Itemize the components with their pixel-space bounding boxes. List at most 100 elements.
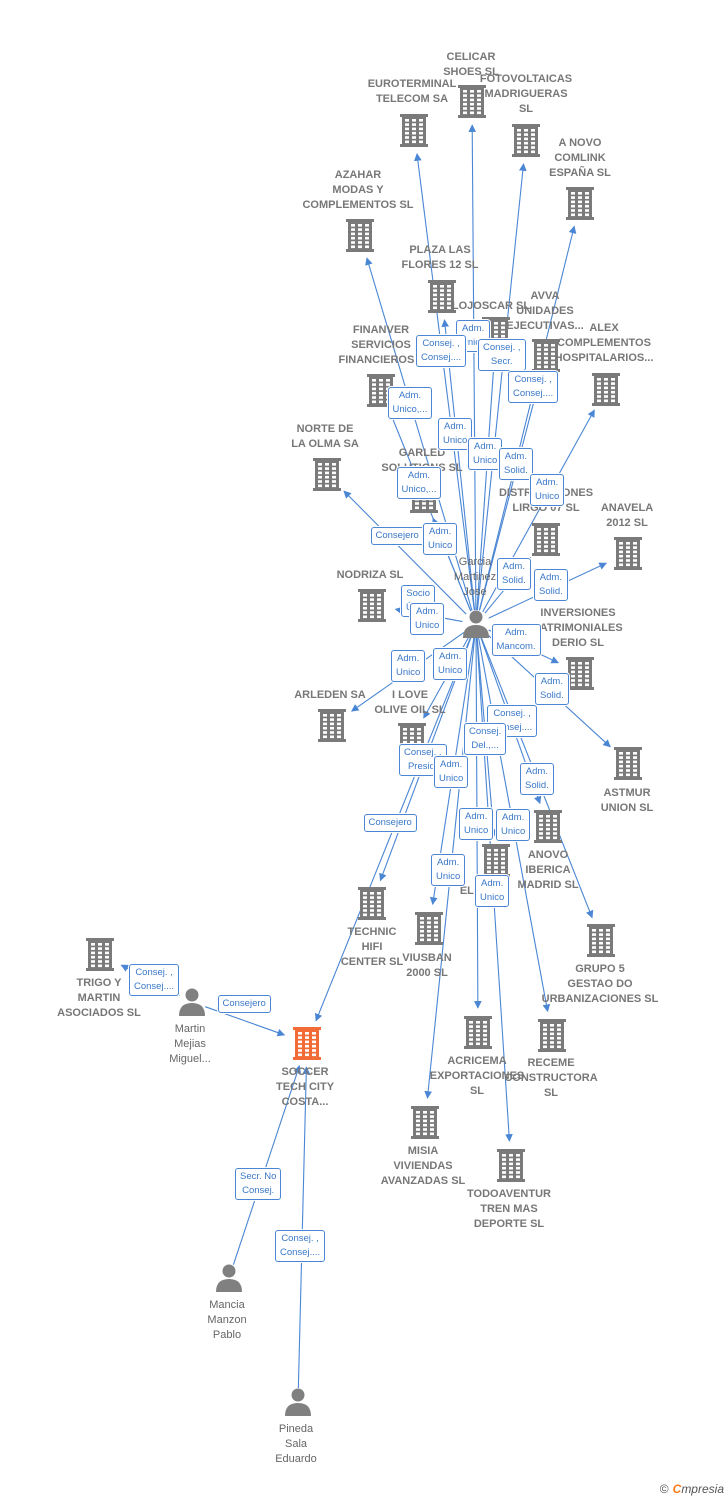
- copyright-symbol: ©: [659, 1482, 669, 1496]
- building-icon[interactable]: [415, 912, 443, 945]
- edge-label-garcia-to-i_love_olive[interactable]: Adm. Unico: [433, 648, 468, 680]
- edge-label-garcia-to-viusban[interactable]: Adm. Unico: [434, 756, 469, 788]
- edge-label-garcia-to-el_sl[interactable]: Consej. Del.,...: [464, 723, 507, 755]
- brand-name: mpresia: [681, 1482, 724, 1496]
- edge-label-garcia-to-soccer[interactable]: Consejero: [363, 814, 417, 832]
- node-label-receme[interactable]: RECEME CONSTRUCTORA SL: [504, 1057, 598, 1099]
- node-label-pineda[interactable]: Pineda Sala Eduardo: [275, 1423, 317, 1465]
- building-icon[interactable]: [411, 1106, 439, 1139]
- node-label-garcia[interactable]: Garcia Martinez Jose: [453, 556, 497, 598]
- node-label-norte_olma[interactable]: NORTE DE LA OLMA SA: [291, 423, 359, 450]
- edge-label-garcia-to-todoaventur[interactable]: Adm. Unico: [475, 875, 510, 907]
- node-label-plaza_las_flores[interactable]: PLAZA LAS FLORES 12 SL: [401, 244, 479, 271]
- edge-label-garcia-to-misia[interactable]: Adm. Unico: [431, 854, 466, 886]
- edge-label-garcia-to-alex_complementos[interactable]: Adm. Unico: [530, 474, 565, 506]
- edge-label-garcia-to-distribuciones[interactable]: Adm. Solid.: [497, 558, 531, 590]
- node-label-acricema[interactable]: ACRICEMA EXPORTACIONES SL: [429, 1055, 525, 1097]
- edge-label-garcia-to-inversiones[interactable]: Adm. Mancom.: [491, 624, 541, 656]
- node-label-lojoscar[interactable]: LOJOSCAR SL: [451, 300, 531, 312]
- person-icon[interactable]: [463, 610, 489, 639]
- node-label-finanver[interactable]: FINANVER SERVICIOS FINANCIEROS...: [338, 324, 424, 366]
- edge-label-martin-to-soccer[interactable]: Consejero: [217, 995, 271, 1013]
- building-icon[interactable]: [313, 458, 341, 491]
- node-label-anavela[interactable]: ANAVELA 2012 SL: [600, 502, 654, 529]
- building-icon[interactable]: [566, 657, 594, 690]
- person-icon[interactable]: [285, 1388, 311, 1417]
- edge-label-garcia-to-avva[interactable]: Adm. Solid.: [499, 448, 533, 480]
- node-label-arleden[interactable]: ARLEDEN SA: [294, 689, 366, 701]
- building-icon[interactable]: [566, 187, 594, 220]
- edge-label-garcia-to-garled[interactable]: Adm. Unico: [423, 523, 458, 555]
- node-label-nodriza[interactable]: NODRIZA SL: [336, 569, 404, 581]
- building-icon[interactable]: [346, 219, 374, 252]
- edge-label-mancia-to-soccer[interactable]: Secr. No Consej.: [235, 1168, 282, 1200]
- edge-garcia-to-plaza_las_flores: [441, 319, 476, 611]
- node-label-fotovoltaicas[interactable]: FOTOVOLTAICAS MADRIGUERAS SL: [479, 73, 573, 115]
- edge-label-garcia-to-norte_olma[interactable]: Consejero: [370, 527, 424, 545]
- building-icon[interactable]: [358, 589, 386, 622]
- building-icon[interactable]: [538, 1019, 566, 1052]
- edge-label-garcia-to-astmur[interactable]: Adm. Solid.: [535, 673, 569, 705]
- building-icon[interactable]: [428, 280, 456, 313]
- node-label-azahar[interactable]: AZAHAR MODAS Y COMPLEMENTOS SL: [302, 169, 414, 211]
- node-label-anovo_comlink[interactable]: A NOVO COMLINK ESPAÑA SL: [549, 137, 611, 179]
- person-icon[interactable]: [179, 988, 205, 1017]
- node-label-euroterminal[interactable]: EUROTERMINAL TELECOM SA: [367, 78, 457, 105]
- edge-mancia-to-soccer: [232, 1065, 301, 1265]
- building-icon[interactable]: [614, 537, 642, 570]
- node-label-alex_complementos[interactable]: ALEX COMPLEMENTOS HOSPITALARIOS...: [554, 322, 654, 364]
- building-icon[interactable]: [464, 1016, 492, 1049]
- building-icon[interactable]: [614, 747, 642, 780]
- building-icon[interactable]: [532, 339, 560, 372]
- building-icon[interactable]: [534, 810, 562, 843]
- building-icon[interactable]: [293, 1027, 321, 1060]
- node-label-soccer[interactable]: SOCCER TECH CITY COSTA...: [275, 1066, 335, 1108]
- edge-label-garcia-to-finanver[interactable]: Adm. Unico,...: [396, 467, 442, 499]
- building-icon[interactable]: [592, 373, 620, 406]
- edge-label-garcia-to-plaza_las_flores[interactable]: Adm. Unico: [438, 418, 473, 450]
- node-label-celicar[interactable]: CELICAR SHOES SL: [443, 51, 499, 78]
- edge-label-garcia-to-arleden[interactable]: Adm. Unico: [391, 650, 426, 682]
- node-label-mancia[interactable]: Mancia Manzon Pablo: [207, 1299, 247, 1341]
- building-icon[interactable]: [512, 124, 540, 157]
- edge-label-garcia-to-fotovoltaicas[interactable]: Consej. , Secr.: [478, 339, 526, 371]
- node-label-martin[interactable]: Martin Mejias Miguel...: [169, 1023, 211, 1065]
- edge-label-garcia-to-receme[interactable]: Adm. Unico: [496, 809, 531, 841]
- node-label-inversiones[interactable]: INVERSIONES PATRIMONIALES DERIO SL: [533, 607, 623, 649]
- person-icon[interactable]: [216, 1264, 242, 1293]
- edge-label-garcia-to-anovo_comlink[interactable]: Consej. , Consej....: [508, 371, 559, 403]
- node-label-i_love_olive[interactable]: I LOVE OLIVE OIL SL: [374, 689, 446, 716]
- node-label-viusban[interactable]: VIUSBAN 2000 SL: [402, 952, 452, 979]
- node-label-astmur[interactable]: ASTMUR UNION SL: [600, 787, 654, 814]
- edge-label-garcia-to-grupo5[interactable]: Adm. Solid.: [520, 763, 554, 795]
- node-label-anovo_iberica[interactable]: ANOVO IBERICA MADRID SL: [517, 849, 579, 891]
- node-label-misia[interactable]: MISIA VIVIENDAS AVANZADAS SL: [380, 1145, 466, 1187]
- edge-garcia-to-avva: [478, 377, 542, 611]
- edge-label-garcia-to-nodriza[interactable]: Adm. Unico: [410, 603, 445, 635]
- building-icon[interactable]: [358, 887, 386, 920]
- node-label-trigo[interactable]: TRIGO Y MARTIN ASOCIADOS SL: [57, 977, 141, 1019]
- building-icon[interactable]: [497, 1149, 525, 1182]
- edge-label-martin-to-trigo[interactable]: Consej. , Consej....: [129, 964, 180, 996]
- building-icon[interactable]: [532, 523, 560, 556]
- node-label-avva[interactable]: AVVA UNIDADES EJECUTIVAS...: [506, 290, 584, 332]
- building-icon[interactable]: [86, 938, 114, 971]
- node-label-technic_hifi[interactable]: TECHNIC HIFI CENTER SL: [340, 926, 404, 968]
- edge-garcia-to-norte_olma: [343, 490, 467, 615]
- edge-garcia-to-anovo_comlink: [478, 225, 577, 611]
- empresia-watermark: ©Cmpresia: [660, 1482, 724, 1496]
- node-label-todoaventur[interactable]: TODOAVENTUR TREN MAS DEPORTE SL: [467, 1188, 551, 1230]
- edge-label-garcia-to-euroterminal[interactable]: Consej. , Consej....: [416, 335, 467, 367]
- node-label-grupo5[interactable]: GRUPO 5 GESTAO DO URBANIZACIONES SL: [541, 963, 659, 1005]
- building-icon[interactable]: [587, 924, 615, 957]
- building-icon[interactable]: [482, 844, 510, 877]
- edge-label-garcia-to-lojoscar[interactable]: Adm. Unico: [468, 438, 503, 470]
- edge-label-garcia-to-acricema[interactable]: Adm. Unico: [459, 808, 494, 840]
- edge-label-garcia-to-anavela[interactable]: Adm. Solid.: [534, 569, 568, 601]
- building-icon[interactable]: [458, 85, 486, 118]
- edge-label-garcia-to-azahar[interactable]: Adm. Unico,...: [387, 387, 433, 419]
- building-icon[interactable]: [400, 114, 428, 147]
- edge-label-pineda-to-soccer[interactable]: Consej. , Consej....: [275, 1230, 326, 1262]
- building-icon[interactable]: [318, 709, 346, 742]
- edge-garcia-to-celicar: [468, 124, 477, 611]
